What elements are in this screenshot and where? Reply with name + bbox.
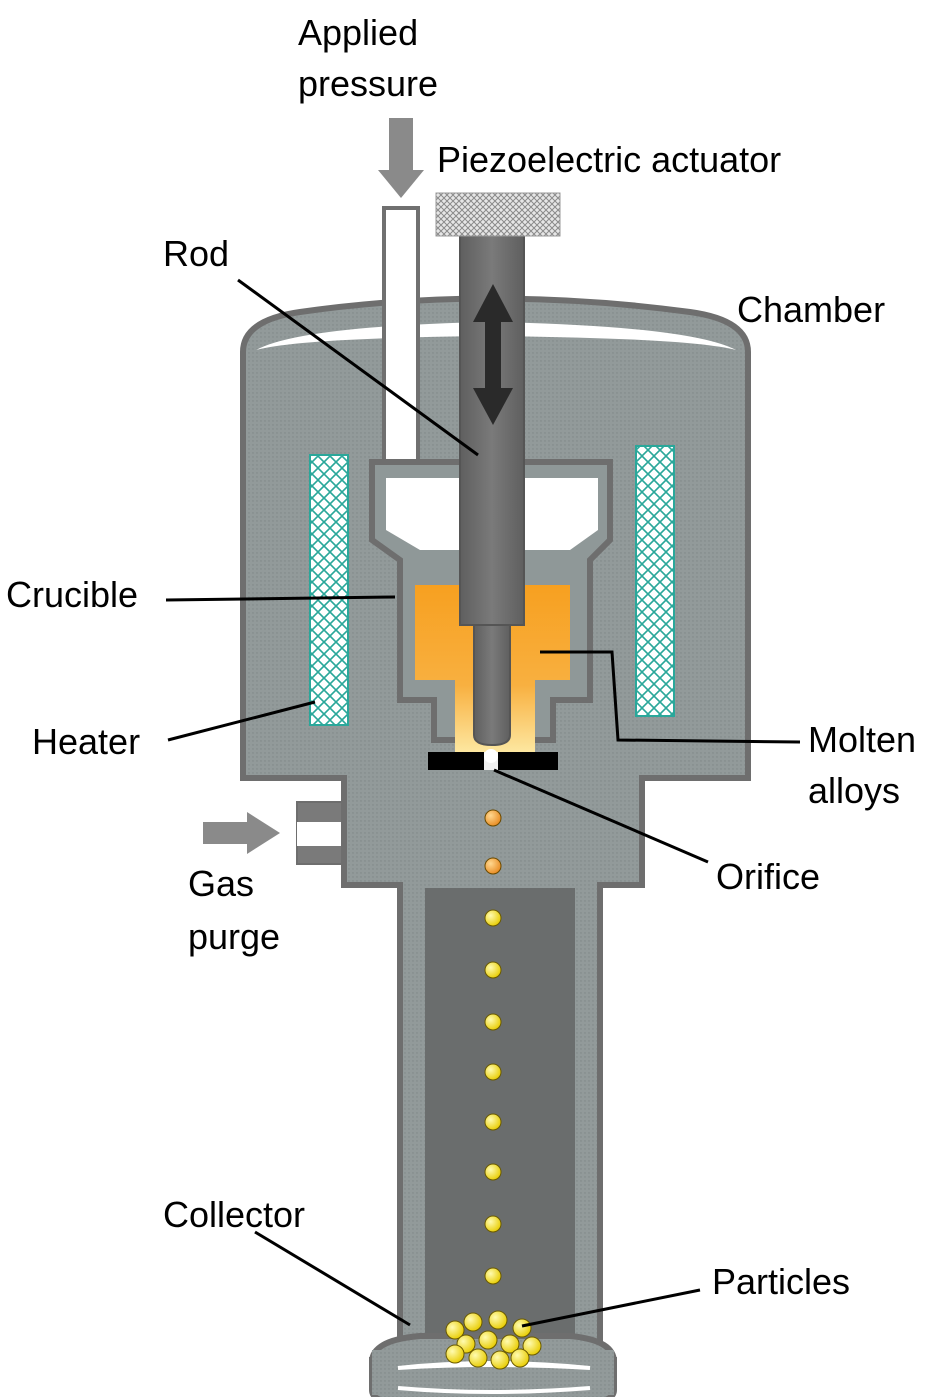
droplet — [484, 1163, 502, 1181]
droplet — [484, 1113, 502, 1131]
falling-droplets — [484, 809, 502, 1285]
label-heater: Heater — [32, 721, 140, 762]
orifice-leader — [493, 768, 709, 864]
pressure-tube — [382, 206, 420, 490]
droplet — [484, 809, 502, 827]
label-collector: Collector — [163, 1194, 305, 1235]
gas-purge-arrow — [203, 812, 280, 854]
particles-leader — [521, 1288, 701, 1328]
piezo-actuator — [435, 192, 561, 237]
heater-leader — [167, 700, 316, 742]
droplet — [484, 857, 502, 875]
crucible-leader — [165, 595, 396, 602]
collector-leader — [254, 1230, 411, 1327]
heater-left — [309, 454, 349, 726]
label-molten-2: alloys — [808, 770, 900, 811]
molten-leader — [540, 650, 801, 744]
label-chamber: Chamber — [737, 289, 885, 330]
droplet — [484, 1267, 502, 1285]
droplet — [484, 1013, 502, 1031]
label-gas-2: purge — [188, 916, 280, 957]
label-orifice: Orifice — [716, 856, 820, 897]
heater-right — [635, 445, 675, 717]
label-gas-1: Gas — [188, 863, 254, 904]
droplet — [484, 909, 502, 927]
applied-pressure-arrow — [378, 118, 424, 198]
collector — [369, 1333, 617, 1397]
label-applied-pressure-1: Applied — [298, 12, 418, 53]
orifice-plate — [428, 749, 558, 770]
motion-double-arrow — [473, 284, 513, 425]
label-rod: Rod — [163, 233, 229, 274]
label-particles: Particles — [712, 1261, 850, 1302]
label-molten-1: Molten — [808, 719, 916, 760]
droplet — [484, 1215, 502, 1233]
collected-particles — [445, 1310, 542, 1370]
droplet — [484, 961, 502, 979]
droplet — [484, 1063, 502, 1081]
leader-lines — [165, 278, 801, 1328]
label-applied-pressure-2: pressure — [298, 63, 438, 104]
rod-leader — [237, 278, 479, 457]
label-piezo-actuator: Piezoelectric actuator — [437, 139, 781, 180]
label-crucible: Crucible — [6, 574, 138, 615]
